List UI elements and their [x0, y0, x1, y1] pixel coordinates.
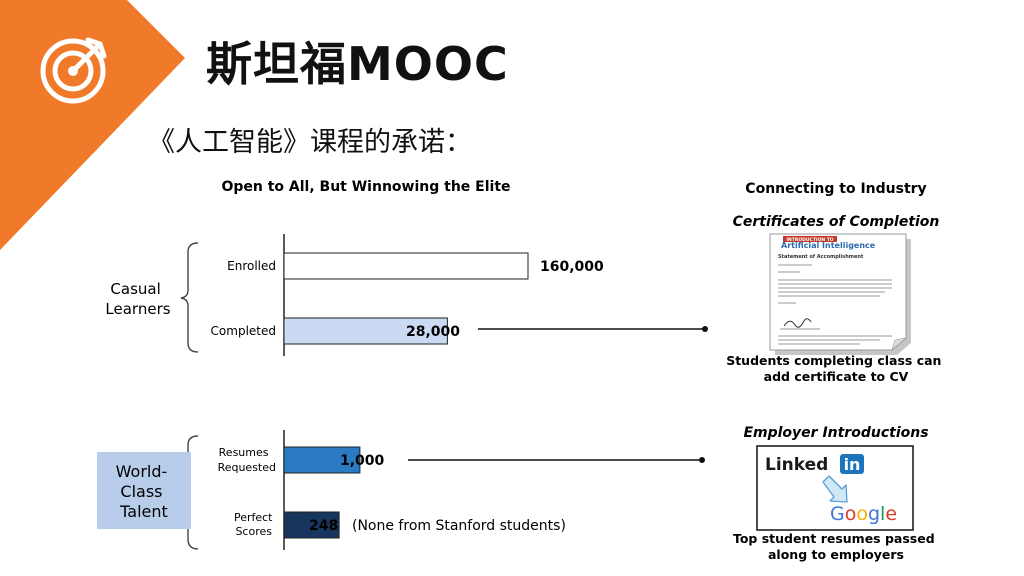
- category-label-completed: Completed: [211, 324, 276, 338]
- category-label-line: Completed: [211, 324, 276, 338]
- employers-caption: Top student resumes passed along to empl…: [733, 531, 939, 562]
- connector-dot-employers: [699, 457, 705, 463]
- category-label-resumes-requested: Resumes Requested: [218, 446, 276, 474]
- chart-title: Open to All, But Winnowing the Elite: [221, 179, 510, 195]
- slide-corner-decoration: [0, 0, 185, 250]
- certificate-body-lines: [778, 264, 892, 345]
- value-label-completed: 28,000: [406, 324, 460, 340]
- certificate-title: Artificial Intelligence: [781, 241, 876, 250]
- world-class-talent-box: [97, 452, 191, 529]
- caption-line: add certificate to CV: [764, 369, 909, 384]
- arrow-down-right-icon: [822, 475, 848, 503]
- certificate-banner-text: INTRODUCTION TO: [786, 237, 833, 243]
- bar-perfect-scores: [283, 511, 340, 539]
- caption-line: Top student resumes passed: [733, 531, 935, 546]
- google-logo: Google: [830, 503, 897, 525]
- category-label-line: Requested: [218, 461, 276, 474]
- caption-line: along to employers: [768, 547, 904, 562]
- google-letter: g: [868, 503, 880, 525]
- certificate-page-curl: [891, 337, 908, 351]
- employer-logos-image: Linked in Google: [756, 445, 914, 531]
- corner-graphic: [0, 0, 185, 250]
- page-subtitle: 《人工智能》课程的承诺：: [148, 127, 472, 158]
- bar-resumes-requested: [283, 446, 361, 474]
- value-label-enrolled: 160,000: [540, 259, 604, 275]
- group-label-line: Class: [120, 482, 162, 501]
- group-label-line: Learners: [105, 300, 170, 318]
- certificate-signature: [783, 318, 812, 328]
- group-label-world-class-talent: World- Class Talent: [116, 462, 173, 521]
- value-label-resumes-requested: 1,000: [340, 453, 385, 469]
- certificates-heading: Certificates of Completion: [733, 214, 940, 230]
- group-label-line: Talent: [119, 502, 168, 521]
- certificate-banner: [783, 236, 837, 242]
- category-label-enrolled: Enrolled: [227, 259, 276, 273]
- group-label-casual-learners: Casual Learners: [105, 280, 170, 318]
- category-label-line: Perfect: [234, 511, 273, 524]
- category-label-line: Scores: [235, 525, 272, 538]
- connector-dot-certificates: [702, 326, 708, 332]
- google-letter: o: [845, 503, 857, 525]
- category-label-line: Enrolled: [227, 259, 276, 273]
- industry-title: Connecting to Industry: [745, 181, 926, 197]
- caption-line: Students completing class can: [726, 353, 941, 368]
- bar-completed: [283, 317, 448, 345]
- annotation-no-stanford: (None from Stanford students): [352, 518, 566, 534]
- page-title: 斯坦福MOOC: [206, 37, 509, 91]
- category-label-perfect-scores: Perfect Scores: [234, 511, 276, 538]
- google-letter: l: [880, 503, 885, 525]
- google-letter: G: [830, 503, 845, 525]
- google-letter: e: [885, 503, 897, 525]
- linkedin-logo-badge-text: in: [844, 455, 861, 474]
- value-label-perfect-scores: 248: [309, 518, 338, 534]
- category-label-line: Resumes: [219, 446, 269, 459]
- target-arrow-icon: [40, 37, 107, 104]
- certificates-caption: Students completing class can add certif…: [726, 353, 946, 384]
- google-letter: o: [856, 503, 868, 525]
- certificate-document-image: INTRODUCTION TO Artificial Intelligence …: [769, 233, 911, 355]
- bar-enrolled: [283, 252, 529, 280]
- linkedin-logo-badge: [840, 454, 864, 474]
- group-label-line: Casual: [110, 280, 160, 298]
- group-brace-casual-learners: [180, 242, 199, 353]
- employers-heading: Employer Introductions: [743, 425, 928, 441]
- certificate-heading: Statement of Accomplishment: [778, 254, 864, 260]
- group-label-line: World-: [116, 462, 168, 481]
- linkedin-logo-text: Linked: [765, 455, 828, 475]
